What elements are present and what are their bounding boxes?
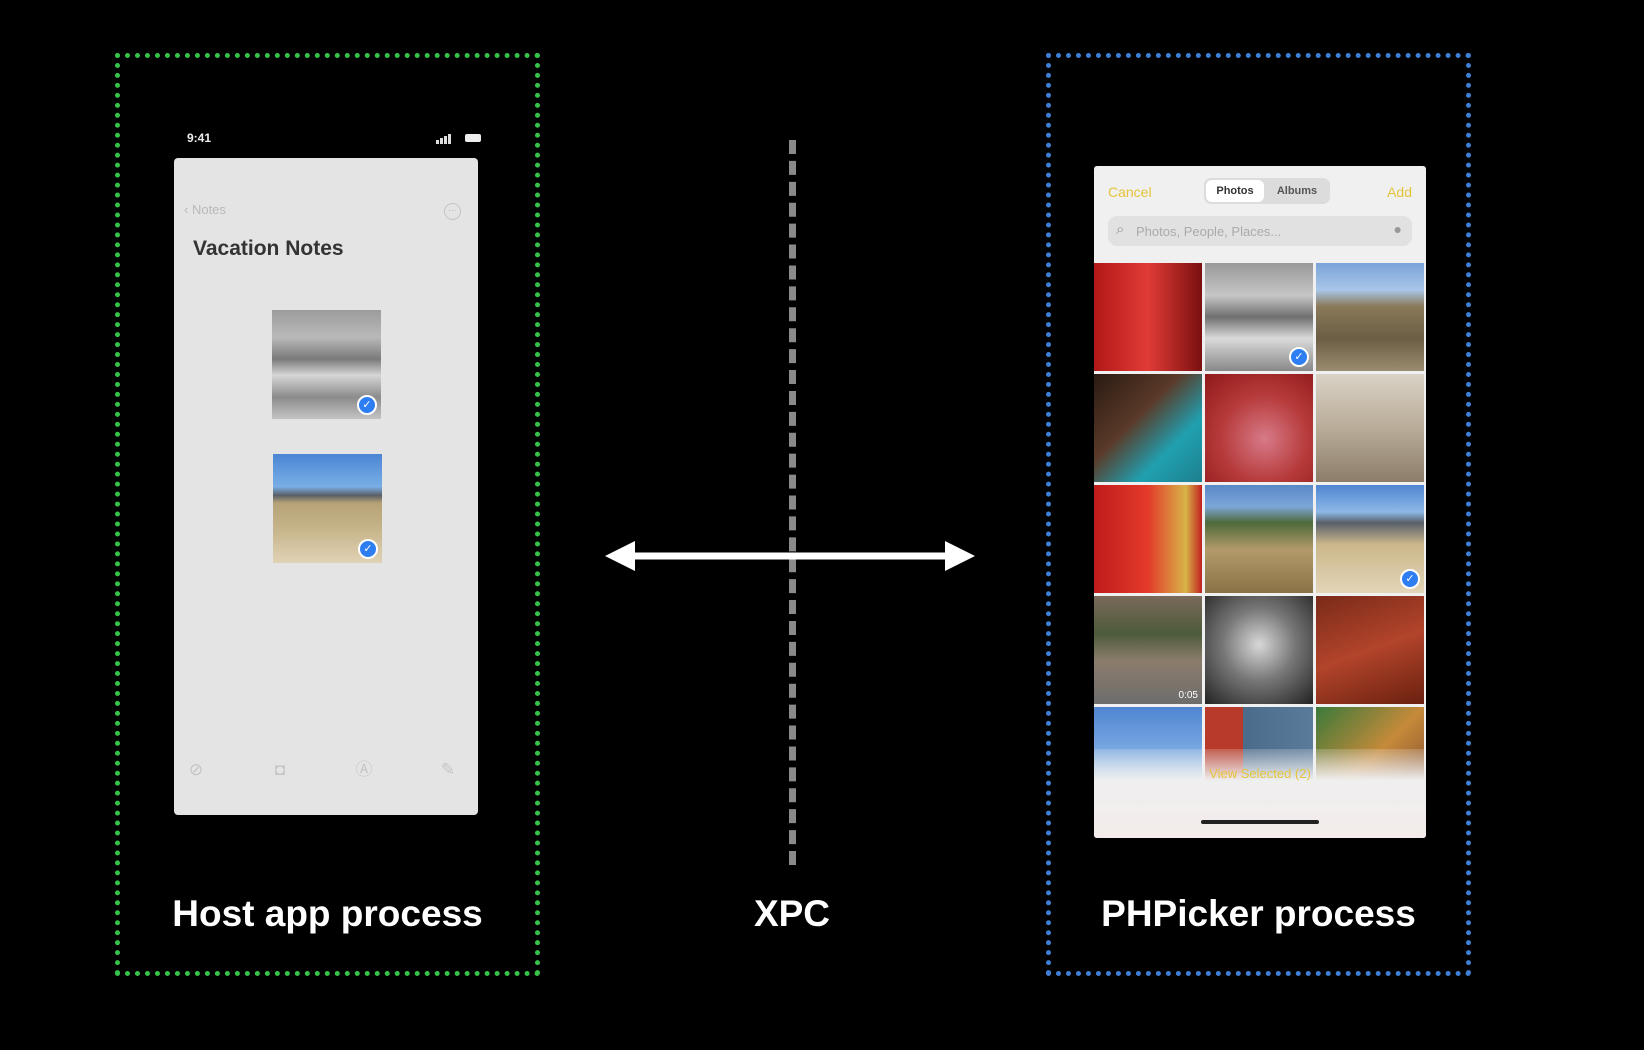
red-canyon-photo[interactable] [1316,596,1424,704]
compose-icon[interactable]: ✎ [440,760,456,779]
search-input[interactable]: ⌕ Photos, People, Places... ● [1108,216,1412,246]
bottom-bar [1094,749,1426,838]
checkmark-icon: ✓ [357,395,377,415]
checkmark-icon: ✓ [358,539,378,559]
back-button[interactable]: ‹ Notes [184,202,226,217]
cancel-button[interactable]: Cancel [1108,184,1152,200]
back-label: Notes [191,202,226,217]
drink-photo[interactable] [1205,374,1313,482]
xpc-caption: XPC [753,893,831,934]
more-icon[interactable]: ··· [444,203,461,220]
host-app-screen: ‹ Notes ··· Vacation Notes ✓ ✓ ⊘ ◘ Ⓐ ✎ [174,158,478,815]
process-boundary-line [789,140,796,865]
picker-process-boundary [1046,53,1471,976]
note-title: Vacation Notes [193,237,344,260]
mountain-field-photo[interactable]: ✓ [1316,485,1424,593]
woman-bw-photo[interactable] [1205,596,1313,704]
note-image-snowy-landscape: ✓ [272,310,381,419]
desert-photo[interactable] [1316,263,1424,371]
checklist-icon[interactable]: ⊘ [188,760,204,779]
snowy-landscape-photo[interactable]: ✓ [1205,263,1313,371]
red-wall-photo[interactable] [1094,263,1202,371]
video-duration: 0:05 [1178,690,1198,701]
add-button[interactable]: Add [1387,184,1412,200]
photo-grid: ✓ ✓ 0:05 [1094,263,1426,815]
street-video[interactable]: 0:05 [1094,596,1202,704]
man-portrait-photo[interactable] [1094,374,1202,482]
note-image-mountain-field: ✓ [273,454,382,563]
red-door-girl-photo[interactable] [1094,485,1202,593]
host-process-caption: Host app process [172,893,483,934]
pen-icon[interactable]: Ⓐ [355,760,373,779]
tab-albums[interactable]: Albums [1276,185,1318,197]
host-process-boundary [115,53,540,976]
view-selected-button[interactable]: View Selected (2) [1209,766,1311,781]
picker-process-caption: PHPicker process [1101,893,1416,934]
tab-photos[interactable]: Photos [1206,180,1264,202]
status-icons [436,132,481,144]
search-icon: ⌕ [1116,221,1125,238]
camera-icon[interactable]: ◘ [274,760,286,779]
picker-screen: Cancel Photos Albums Add ⌕ Photos, Peopl… [1094,166,1426,838]
battery-icon [465,134,481,142]
checkmark-icon: ✓ [1400,569,1420,589]
field-photo[interactable] [1205,485,1313,593]
photos-albums-segmented-control: Photos Albums [1204,178,1330,204]
status-time: 9:41 [187,131,212,145]
home-indicator [1201,820,1319,824]
checkmark-icon: ✓ [1289,347,1309,367]
search-placeholder: Photos, People, Places... [1136,224,1282,239]
people-photo[interactable] [1316,374,1424,482]
microphone-icon[interactable]: ● [1393,221,1402,237]
double-arrow-icon [605,541,975,571]
